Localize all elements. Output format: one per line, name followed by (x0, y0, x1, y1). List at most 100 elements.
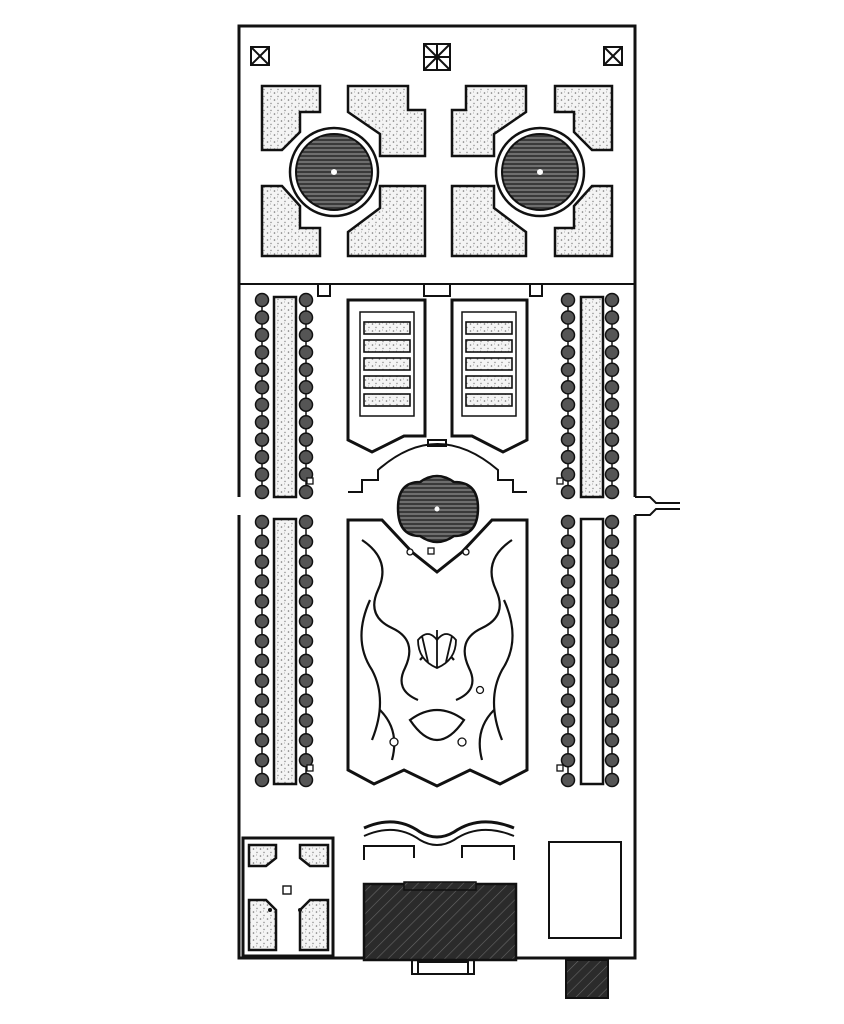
tree (560, 633, 576, 649)
tree (298, 574, 314, 589)
tree (254, 613, 270, 629)
tree (254, 432, 270, 447)
tree (254, 310, 270, 325)
hedge-profile (363, 820, 515, 846)
tree (604, 414, 620, 430)
fountain-basin-left (288, 126, 380, 218)
tree (254, 484, 270, 500)
lawn-strips (272, 295, 605, 786)
tree (560, 362, 576, 378)
tree (298, 752, 314, 768)
tree (298, 432, 314, 447)
tree (560, 327, 576, 343)
tree (298, 693, 314, 708)
tree (560, 397, 576, 412)
tree (254, 514, 270, 530)
central-fountain (396, 474, 480, 544)
tree (298, 414, 314, 430)
divider-posts (317, 283, 543, 297)
tree (560, 514, 576, 530)
tree (298, 484, 314, 500)
tree (298, 713, 314, 728)
slat-bed (363, 393, 411, 407)
tree (604, 594, 620, 609)
tree (560, 345, 576, 360)
tree (298, 327, 314, 343)
tree (254, 292, 270, 308)
tree (254, 327, 270, 343)
tree (604, 534, 620, 550)
tree (560, 414, 576, 430)
tree (298, 292, 314, 308)
tree (560, 594, 576, 609)
tree (254, 713, 270, 728)
tree (604, 633, 620, 649)
building-courtyard (362, 845, 518, 975)
tree (604, 449, 620, 465)
tree (298, 733, 314, 748)
tree (604, 653, 620, 669)
tree (560, 380, 576, 395)
tree (298, 362, 314, 378)
tree (254, 449, 270, 465)
compartment-left (346, 298, 427, 454)
tree (604, 432, 620, 447)
tree (560, 613, 576, 629)
compartment-right (450, 298, 529, 454)
tree (604, 467, 620, 482)
tree (604, 554, 620, 569)
corner-marker-center (423, 43, 451, 71)
slat-bed (363, 375, 411, 389)
tree (254, 574, 270, 589)
cross-garden (241, 836, 335, 958)
tree (254, 693, 270, 708)
tree (604, 514, 620, 530)
tree (254, 653, 270, 669)
tree (254, 362, 270, 378)
tree (604, 613, 620, 629)
corner-marker-left (250, 46, 270, 66)
slat-bed (465, 375, 513, 389)
tree (254, 733, 270, 748)
broderie-parterre (346, 518, 529, 788)
tree (604, 362, 620, 378)
slat-bed (465, 357, 513, 371)
tree (254, 633, 270, 649)
slats-right (465, 321, 513, 407)
tree (298, 613, 314, 629)
tree (560, 733, 576, 748)
tree (604, 693, 620, 708)
tree (604, 484, 620, 500)
tree (604, 733, 620, 748)
tree (604, 380, 620, 395)
broderie-flowers (389, 548, 485, 747)
tree (604, 345, 620, 360)
tree (254, 397, 270, 412)
tree (298, 673, 314, 689)
tree (298, 554, 314, 569)
tree (560, 574, 576, 589)
tree (298, 653, 314, 669)
tree (560, 693, 576, 708)
top-parterre (250, 43, 623, 297)
tree (560, 449, 576, 465)
slats-left (363, 321, 411, 407)
tree (560, 752, 576, 768)
tree (604, 752, 620, 768)
tree (298, 534, 314, 550)
tree (254, 752, 270, 768)
tree (298, 633, 314, 649)
tree-rows (254, 292, 620, 788)
tree (298, 594, 314, 609)
tree (604, 310, 620, 325)
tree (298, 772, 314, 788)
tree (254, 380, 270, 395)
tree (560, 554, 576, 569)
fountain-basin-right (494, 126, 586, 218)
tree (298, 397, 314, 412)
slat-bed (465, 339, 513, 353)
palmette-ornament (417, 630, 457, 669)
central-basin-surround (348, 439, 527, 493)
corner-marker-right (603, 46, 623, 66)
